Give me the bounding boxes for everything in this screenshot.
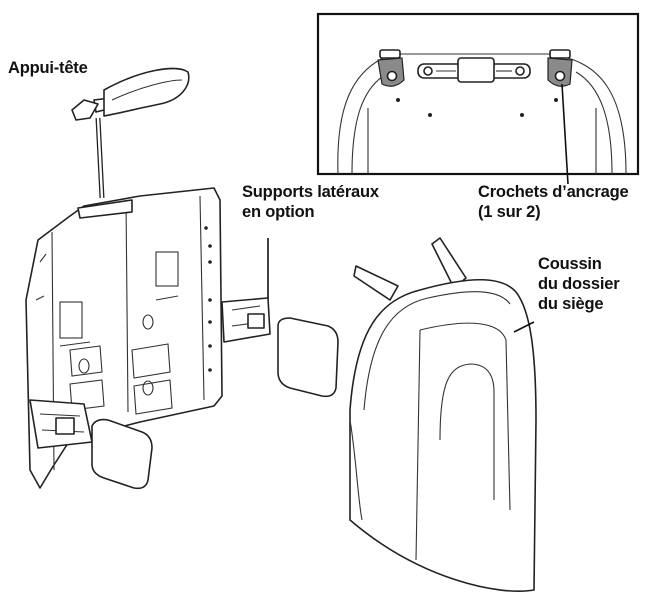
hooks-label-line-1: Crochets d’ancrage	[478, 182, 628, 202]
hooks-label-line-2: (1 sur 2)	[478, 202, 628, 222]
lateral-supports-label: Supports latéraux en option	[242, 182, 379, 222]
cushion-label-line-2: du dossier	[538, 274, 619, 294]
anchor-hooks-label: Crochets d’ancrage (1 sur 2)	[478, 182, 628, 222]
anchor-hook-right	[548, 50, 572, 86]
anchor-hook-left	[378, 50, 404, 86]
headrest-label-line: Appui-tête	[8, 58, 88, 78]
lateral-label-line-1: Supports latéraux	[242, 182, 379, 202]
cushion-label-line-3: du siège	[538, 294, 619, 314]
lateral-support-right	[222, 298, 338, 396]
headrest-label: Appui-tête	[8, 58, 88, 78]
inset-detail	[318, 14, 638, 174]
cushion-label: Coussin du dossier du siège	[538, 254, 619, 314]
cushion-drawing	[350, 238, 536, 591]
headrest-drawing	[72, 69, 189, 198]
cushion-label-line-1: Coussin	[538, 254, 619, 274]
lateral-label-line-2: en option	[242, 202, 379, 222]
